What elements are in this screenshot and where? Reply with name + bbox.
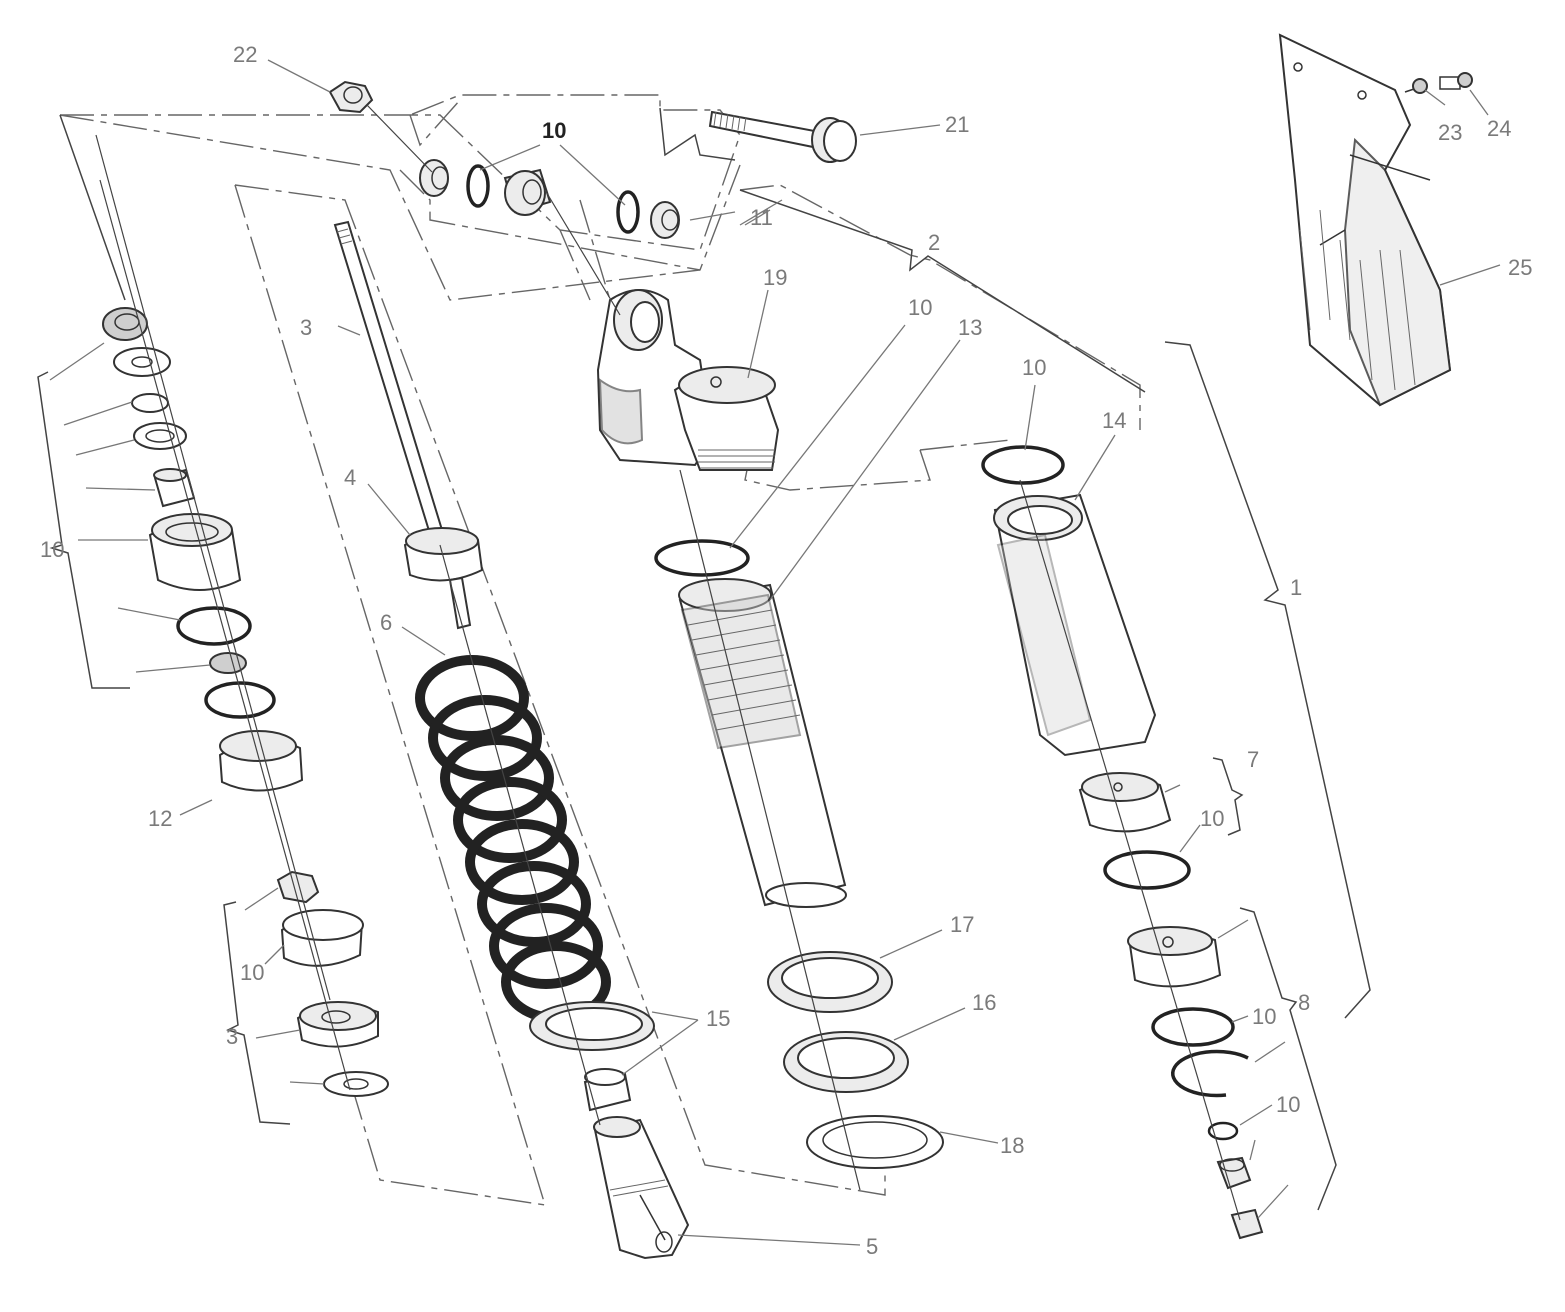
label-18: 18: [1000, 1133, 1024, 1158]
label-10-piston: 10: [1200, 806, 1224, 831]
compression-valve-group-part-12: [102, 307, 304, 792]
leader-lines: [49, 59, 1501, 1246]
label-16: 16: [972, 990, 996, 1015]
top-bushing-group-part-11: [419, 159, 680, 239]
o-ring-reservoir: [981, 445, 1065, 485]
label-10-top: 10: [542, 118, 566, 143]
rebound-valve-group-part-3: [276, 870, 389, 1097]
reservoir-part-14: [993, 493, 1157, 757]
label-12: 12: [148, 806, 172, 831]
label-10-reservoir: 10: [1022, 355, 1046, 380]
bolt-part-21: [708, 110, 857, 163]
assembly-outlines: [59, 94, 1141, 1206]
washer-part-18: [806, 1115, 944, 1169]
lock-ring-part-16: [783, 1031, 909, 1093]
label-19: 19: [763, 265, 787, 290]
shock-body-part-13: [678, 578, 847, 908]
o-ring-upper: [654, 539, 750, 577]
label-17: 17: [950, 912, 974, 937]
label-11: 11: [750, 205, 773, 230]
screw-part-23: [1404, 78, 1428, 94]
label-8: 8: [1298, 990, 1310, 1015]
o-ring-part-7: [1103, 850, 1191, 890]
label-4: 4: [344, 465, 356, 490]
part-labels: 22 21 23 24 25 10 11 2 19 10 13 10 14 3 …: [40, 42, 1532, 1259]
reservoir-piston-part-7: [1078, 772, 1172, 833]
label-3-rod: 3: [300, 315, 312, 340]
label-1: 1: [1290, 575, 1302, 600]
lock-ring-part-17: [767, 951, 893, 1013]
mud-guard-part-25: [1278, 33, 1452, 407]
label-3-valve: 3: [226, 1024, 238, 1049]
assembly-axes: [95, 104, 1241, 1221]
label-23: 23: [1438, 120, 1462, 145]
label-2: 2: [928, 230, 940, 255]
brackets: [37, 107, 1371, 1211]
top-eye-part-19: [596, 289, 780, 471]
label-10-endcap: 10: [1252, 1004, 1276, 1029]
label-10-lower-left: 10: [240, 960, 264, 985]
label-5: 5: [866, 1234, 878, 1259]
lower-clevis-part-5: [593, 1116, 690, 1260]
label-15: 15: [706, 1006, 730, 1031]
screw-part-24: [1439, 72, 1473, 90]
label-13: 13: [958, 315, 982, 340]
label-25: 25: [1508, 255, 1532, 280]
label-22: 22: [233, 42, 257, 67]
label-21: 21: [945, 112, 969, 137]
spring-part-6: [415, 655, 611, 1023]
end-cap-part-8: [1127, 926, 1264, 1240]
bump-stop-part-4: [403, 527, 484, 630]
label-10-body: 10: [908, 295, 932, 320]
label-7: 7: [1247, 747, 1259, 772]
label-14: 14: [1102, 408, 1126, 433]
nut-part-22: [328, 80, 374, 114]
label-10-left: 10: [40, 537, 64, 562]
label-10-bottom: 10: [1276, 1092, 1300, 1117]
label-24: 24: [1487, 116, 1511, 141]
label-6: 6: [380, 610, 392, 635]
